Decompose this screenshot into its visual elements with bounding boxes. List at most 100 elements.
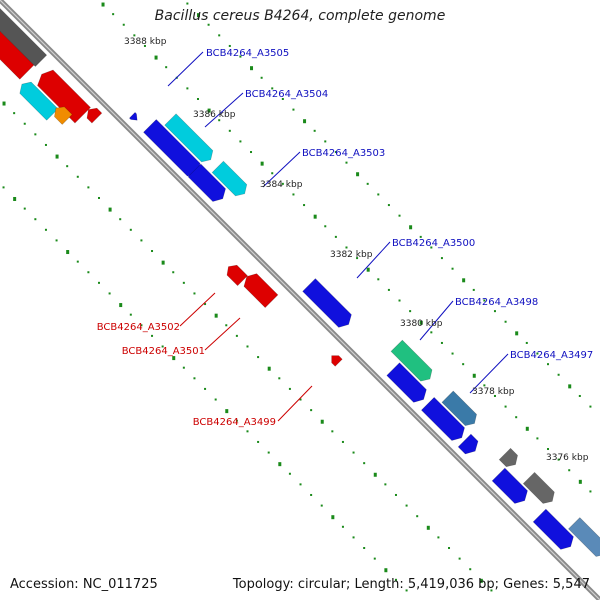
tick-dot <box>23 207 26 210</box>
tick-dot <box>313 129 316 132</box>
tick-dot <box>66 250 70 255</box>
tick-dot <box>490 589 493 592</box>
tick-dot <box>345 161 348 164</box>
tick-dot <box>440 341 443 344</box>
tick-dot <box>196 13 200 18</box>
tick-dot <box>246 345 249 348</box>
tick-label: 3380 kbp <box>400 319 443 329</box>
gene-small-cds[interactable] <box>128 112 138 121</box>
gene-label[interactable]: BCB4264_A3501 <box>122 346 205 357</box>
tick-dot <box>547 363 550 366</box>
gene-A3501[interactable] <box>243 273 279 309</box>
tick-dot <box>23 122 26 125</box>
tick-dot <box>504 320 507 323</box>
tick-dot <box>589 490 592 493</box>
leader-line <box>419 300 454 341</box>
tick-dot <box>320 504 323 507</box>
gene-A3496-cds[interactable] <box>457 433 479 455</box>
tick-dot <box>186 87 189 90</box>
tick-dot <box>55 239 58 242</box>
gene-A3502[interactable] <box>226 264 248 287</box>
tick-dot <box>324 225 327 228</box>
tick-dot <box>334 235 337 238</box>
gene-label[interactable]: BCB4264_A3503 <box>302 148 385 159</box>
gene-A3494-cds[interactable] <box>532 508 574 550</box>
tick-dot <box>288 387 291 390</box>
tick-dot <box>303 204 306 207</box>
tick-dot <box>228 44 231 47</box>
tick-dot <box>140 239 143 242</box>
gene-blue-grey[interactable] <box>568 517 600 557</box>
gene-A3503[interactable] <box>211 160 248 197</box>
tick-dot <box>228 129 231 132</box>
tick-dot <box>356 257 359 260</box>
gene-A3495-cds[interactable] <box>491 467 528 504</box>
gene-grey-2[interactable] <box>522 471 555 504</box>
gene-reverse-1[interactable] <box>0 21 35 80</box>
tick-dot <box>108 292 111 295</box>
gene-label[interactable]: BCB4264_A3497 <box>510 350 593 361</box>
gene-A3504[interactable] <box>164 113 214 163</box>
tick-dot <box>437 536 440 539</box>
tick-dot <box>172 356 176 361</box>
tick-dot <box>536 437 539 440</box>
gene-A3503-cds[interactable] <box>187 163 226 202</box>
tick-label: 3378 kbp <box>472 387 515 397</box>
gene-label[interactable]: BCB4264_A3502 <box>97 322 180 333</box>
gene-A3497[interactable] <box>441 390 477 427</box>
tick-dot <box>398 299 401 302</box>
gene-features <box>0 6 600 557</box>
tick-dot <box>260 76 263 79</box>
tick-dot <box>405 589 408 592</box>
tick-dot <box>373 557 376 560</box>
tick-label: 3384 kbp <box>260 180 303 190</box>
accession-label: Accession: NC_011725 <box>10 577 158 592</box>
gene-A3497-cds[interactable] <box>421 396 465 441</box>
tick-dot <box>377 193 380 196</box>
tick-dot <box>409 225 413 230</box>
tick-dot <box>172 271 175 274</box>
gene-reverse-2[interactable] <box>37 69 91 124</box>
tick-dot <box>536 352 539 355</box>
tick-dot <box>207 23 210 26</box>
gene-reverse-orange[interactable] <box>54 106 73 125</box>
leader-line <box>204 317 241 351</box>
tick-dot <box>363 462 366 465</box>
tick-dot <box>462 363 465 366</box>
gene-reverse-small[interactable] <box>86 107 103 124</box>
tick-dot <box>557 458 560 461</box>
tick-dot <box>430 246 433 249</box>
gene-label[interactable]: BCB4264_A3505 <box>206 48 289 59</box>
gene-label[interactable]: BCB4264_A3499 <box>193 417 276 428</box>
tick-dot <box>154 55 158 60</box>
gene-reverse-grey[interactable] <box>0 6 48 67</box>
tick-dot <box>76 260 79 263</box>
map-title: Bacillus cereus B4264, complete genome <box>154 8 446 24</box>
gene-A3499[interactable] <box>331 355 343 367</box>
tick-dot <box>218 119 221 122</box>
gene-label[interactable]: BCB4264_A3498 <box>455 297 538 308</box>
tick-dot <box>394 578 397 581</box>
tick-dot <box>310 409 313 412</box>
tick-dot <box>525 426 529 431</box>
gene-label[interactable]: BCB4264_A3500 <box>392 238 475 249</box>
gene-A3498-cds[interactable] <box>386 362 427 403</box>
tick-dot <box>525 341 528 344</box>
gene-label[interactable]: BCB4264_A3504 <box>245 89 328 100</box>
tick-dot <box>472 373 476 378</box>
gene-A3500-cds[interactable] <box>302 278 352 328</box>
tick-dot <box>356 172 360 177</box>
tick-dot <box>151 334 154 337</box>
tick-dot <box>292 193 295 196</box>
gene-grey-1[interactable] <box>498 447 518 468</box>
tick-dot <box>479 578 483 583</box>
tick-label: 3386 kbp <box>193 110 236 120</box>
tick-dot <box>129 228 132 231</box>
gene-A3498[interactable] <box>390 339 433 382</box>
tick-dot <box>299 398 302 401</box>
tick-dot <box>2 186 5 189</box>
tick-dot <box>257 440 260 443</box>
tick-dot <box>87 186 90 189</box>
tick-dot <box>267 366 271 371</box>
tick-dot <box>515 416 518 419</box>
